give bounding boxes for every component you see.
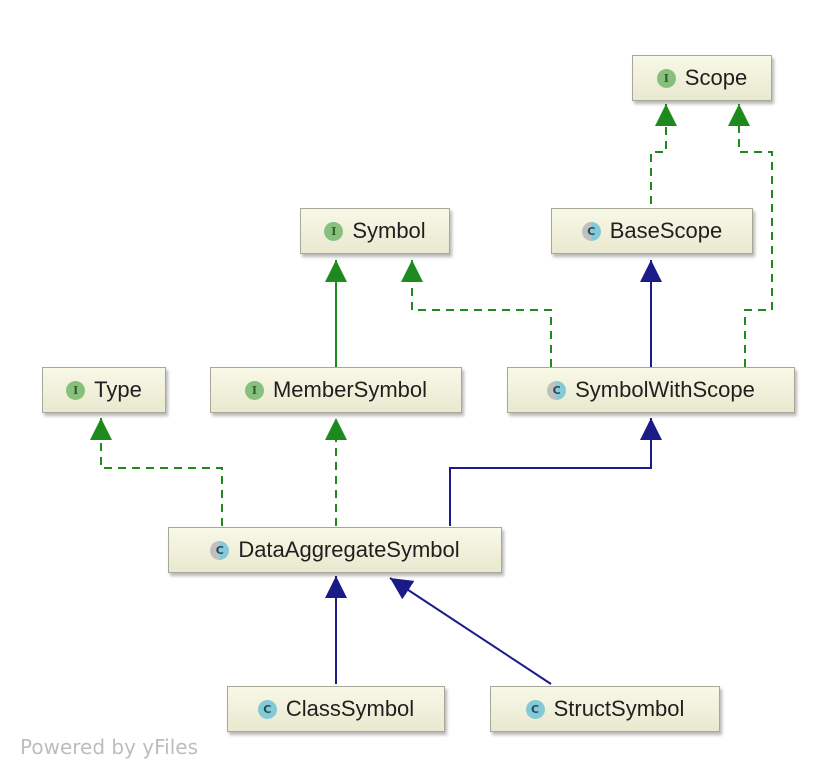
powered-by-footer: Powered by yFiles [20,735,198,759]
node-scope[interactable]: I Scope [632,55,772,101]
abstract-class-icon: C [581,221,601,241]
node-label: BaseScope [609,218,723,243]
node-label: Type [94,377,142,402]
node-label: ClassSymbol [285,696,415,721]
node-symbol[interactable]: I Symbol [300,208,450,254]
edge-symbolwithscope-to-scope [728,104,773,367]
node-type[interactable]: I Type [42,367,166,413]
class-icon: C [525,699,545,719]
abstract-class-icon: C [210,540,230,560]
node-classsymbol[interactable]: C ClassSymbol [227,686,445,732]
edge-basescope-to-scope [650,104,677,204]
node-label: DataAggregateSymbol [238,537,460,562]
class-icon: C [257,699,277,719]
node-label: Symbol [352,218,426,243]
abstract-class-icon: C [547,380,567,400]
edge-dataaggregatesymbol-to-symbolwithscope [449,418,662,526]
interface-icon: I [244,380,264,400]
node-label: SymbolWithScope [575,377,755,402]
node-structsymbol[interactable]: C StructSymbol [490,686,720,732]
node-label: MemberSymbol [272,377,428,402]
node-dataaggregatesymbol[interactable]: C DataAggregateSymbol [168,527,502,573]
interface-icon: I [656,68,676,88]
node-label: StructSymbol [553,696,685,721]
node-membersymbol[interactable]: I MemberSymbol [210,367,462,413]
interface-icon: I [324,221,344,241]
edge-symbolwithscope-to-symbol [401,260,552,367]
edge-structsymbol-to-dataaggregatesymbol [389,577,552,685]
node-basescope[interactable]: C BaseScope [551,208,753,254]
node-label: Scope [684,65,748,90]
edge-dataaggregatesymbol-to-type [90,418,223,526]
interface-icon: I [66,380,86,400]
node-symbolwithscope[interactable]: C SymbolWithScope [507,367,795,413]
